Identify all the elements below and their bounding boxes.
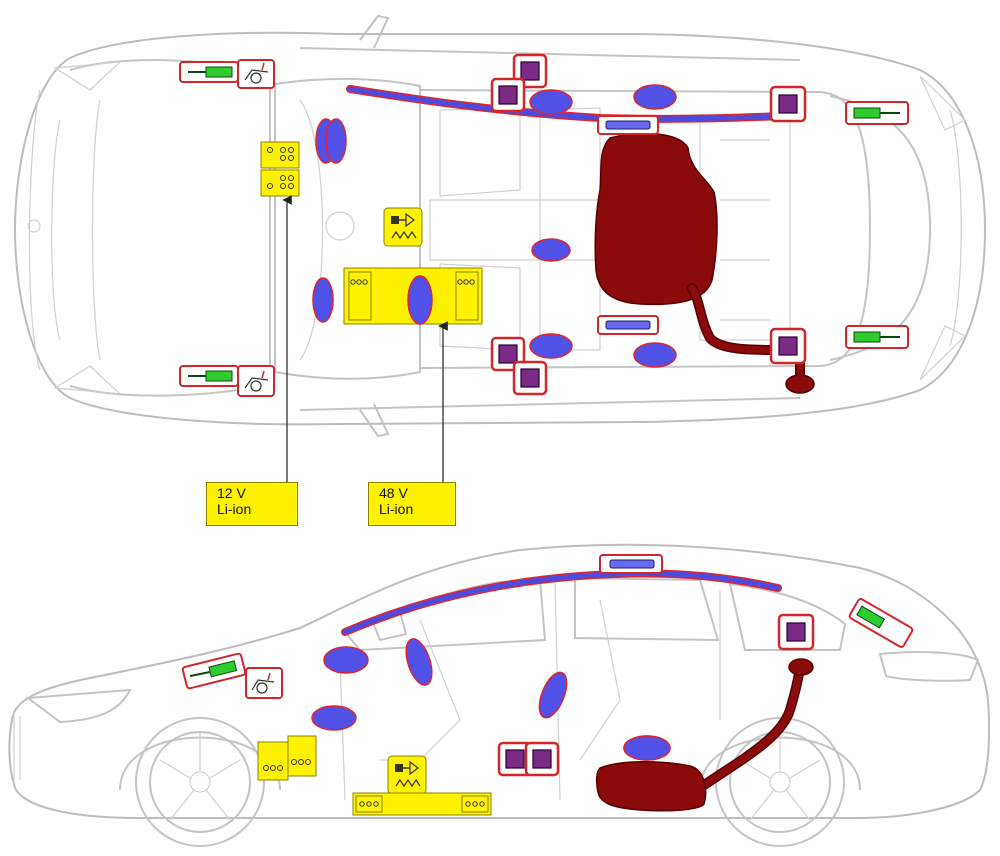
side-rear-airbag-overlay <box>623 735 671 761</box>
label-12v-line2: Li-ion <box>217 501 252 517</box>
hv-disconnect-icon <box>383 207 423 247</box>
side-front-wheel <box>135 717 265 847</box>
side-sensors <box>497 613 815 777</box>
top-side-airbag-rear-left <box>633 84 677 110</box>
top-side-airbag-rear-right <box>633 342 677 368</box>
side-thorax-airbag-front <box>405 638 433 686</box>
top-center-airbag <box>531 238 571 262</box>
top-side-airbag-front-left <box>529 89 573 115</box>
top-view-body-outline <box>13 31 987 426</box>
top-knee-airbag-overlay <box>407 275 433 325</box>
top-belt-tensioners <box>597 115 659 335</box>
top-fuel-filler-cap <box>785 374 815 394</box>
top-windshield <box>274 77 421 380</box>
top-front-airbag-right <box>312 277 334 323</box>
hood-lift-icon <box>245 667 283 699</box>
label-48v-line1: 48 V <box>379 485 408 501</box>
top-gas-struts <box>179 61 909 387</box>
top-hood <box>69 59 271 397</box>
side-headlight <box>25 688 132 724</box>
top-right-mirror <box>359 403 390 438</box>
hood-lift-icon <box>237 365 275 397</box>
top-front-airbag-left-b <box>325 118 347 164</box>
side-thorax-airbag-rear <box>538 671 568 719</box>
side-front-airbag <box>323 646 369 674</box>
side-knee-airbag <box>311 705 357 731</box>
top-view-car <box>13 14 987 438</box>
side-battery-12v <box>257 735 317 781</box>
label-12v-line1: 12 V <box>217 485 246 501</box>
side-taillight <box>878 651 980 682</box>
side-fuel-filler-cap <box>788 658 814 676</box>
hv-disconnect-icon <box>387 755 427 795</box>
side-battery-48v <box>352 792 492 816</box>
top-sensors <box>490 53 807 396</box>
side-window-rear <box>574 576 720 642</box>
side-fuel-tank <box>595 761 707 812</box>
top-left-mirror <box>359 14 390 49</box>
side-gas-struts <box>181 598 914 690</box>
top-battery-12v <box>260 141 300 197</box>
top-side-airbag-front-right <box>529 333 573 359</box>
label-12v-liion: 12 V Li-ion <box>206 482 298 526</box>
label-48v-liion: 48 V Li-ion <box>368 482 456 526</box>
side-fuel-system <box>595 658 814 812</box>
hood-lift-icon <box>237 59 275 89</box>
label-48v-line2: Li-ion <box>379 501 414 517</box>
side-window-quarter <box>728 582 847 651</box>
